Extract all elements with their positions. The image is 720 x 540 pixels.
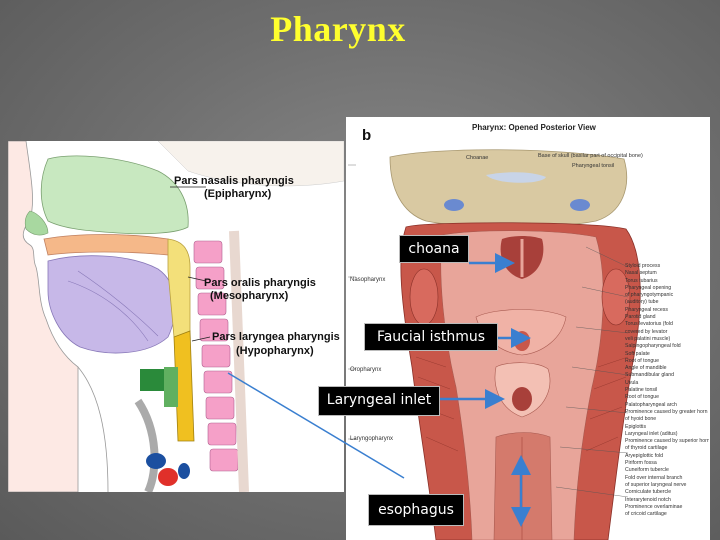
structure-label: Epiglottis bbox=[625, 423, 647, 430]
structure-label: Corniculate tubercle bbox=[625, 489, 672, 496]
mesopharynx-label: (Mesopharynx) bbox=[210, 290, 289, 302]
skull-base-label: Base of skull (basilar part of occipital… bbox=[538, 153, 643, 159]
structure-label: Styloid process bbox=[625, 263, 661, 269]
structure-label: Palatine tonsil bbox=[625, 387, 658, 394]
structure-label: Salpingopharyngeal fold bbox=[625, 343, 681, 350]
structure-label: Aryepiglottic fold bbox=[625, 452, 664, 459]
structure-label: Pharyngeal recess bbox=[625, 306, 668, 313]
structure-label: Fold over internal branch bbox=[625, 474, 683, 481]
oropharynx-label: Oropharynx bbox=[350, 367, 382, 373]
structure-label: Piriform fossa bbox=[625, 460, 657, 467]
structure-label: Root of tongue bbox=[625, 357, 660, 364]
structure-label: Nasal septum bbox=[625, 270, 657, 277]
laryngeal-part-label: Pars laryngea pharyngis bbox=[212, 331, 340, 343]
structure-label: Soft palate bbox=[625, 350, 650, 357]
structure-label: of cricoid cartilage bbox=[625, 511, 667, 518]
posterior-view-illustration bbox=[348, 149, 641, 540]
sagittal-illustration bbox=[8, 141, 344, 492]
structure-label: Palatopharyngeal arch bbox=[625, 401, 677, 408]
choanae-label: Choanae bbox=[466, 155, 489, 161]
structure-label: Submandibular gland bbox=[625, 372, 675, 379]
panel-letter: b bbox=[362, 127, 372, 144]
structure-label: Prominence caused by superior horn bbox=[625, 438, 709, 445]
structure-label: Angle of mandible bbox=[625, 365, 667, 372]
callout-faucial-isthmus: Faucial isthmus bbox=[364, 323, 498, 351]
figure-heading: Pharynx: Opened Posterior View bbox=[472, 123, 596, 132]
callout-choana: choana bbox=[399, 235, 469, 263]
structure-label: of thyroid cartilage bbox=[625, 445, 668, 452]
structure-label: covered by levator bbox=[625, 328, 668, 335]
epipharynx-label: (Epipharynx) bbox=[204, 188, 272, 200]
structure-label: Laryngeal inlet (aditus) bbox=[625, 430, 678, 437]
sagittal-diagram: Pars nasalis pharyngis (Epipharynx) Pars… bbox=[8, 141, 344, 492]
oral-part-label: Pars oralis pharyngis bbox=[204, 277, 316, 289]
structure-label: Prominence overlaminae bbox=[625, 503, 683, 510]
structure-label: of hyoid bone bbox=[625, 416, 657, 423]
structure-label: Cuneiform tubercle bbox=[625, 467, 669, 474]
structure-label: of superior laryngeal nerve bbox=[625, 481, 687, 488]
laryngopharynx-label: Laryngopharynx bbox=[350, 436, 394, 442]
nasopharynx-label: Nasopharynx bbox=[350, 277, 386, 283]
structure-label: veli palatini muscle) bbox=[625, 335, 671, 342]
callout-laryngeal-inlet: Laryngeal inlet bbox=[318, 386, 440, 416]
structure-label: Uvula bbox=[625, 379, 639, 386]
structure-label: Interarytenoid notch bbox=[625, 496, 671, 503]
structure-label: Parotid gland bbox=[625, 314, 656, 321]
structure-label: (auditory) tube bbox=[625, 299, 659, 306]
structure-label: Prominence caused by greater horn bbox=[625, 408, 708, 415]
callout-esophagus: esophagus bbox=[368, 494, 464, 526]
pharyngeal-tonsil-label: Pharyngeal tonsil bbox=[572, 163, 615, 169]
structure-label: Pharyngeal opening bbox=[625, 284, 672, 291]
structure-label: Torus levatorius (fold bbox=[625, 321, 673, 328]
nasal-part-label: Pars nasalis pharyngis bbox=[174, 175, 294, 187]
structure-label: Torus tubarius bbox=[625, 277, 658, 284]
slide-title: Pharynx bbox=[270, 9, 406, 49]
structure-label: Root of tongue bbox=[625, 394, 660, 401]
structure-label: of pharyngotympanic bbox=[625, 292, 674, 299]
hypopharynx-label: (Hypopharynx) bbox=[236, 345, 314, 357]
